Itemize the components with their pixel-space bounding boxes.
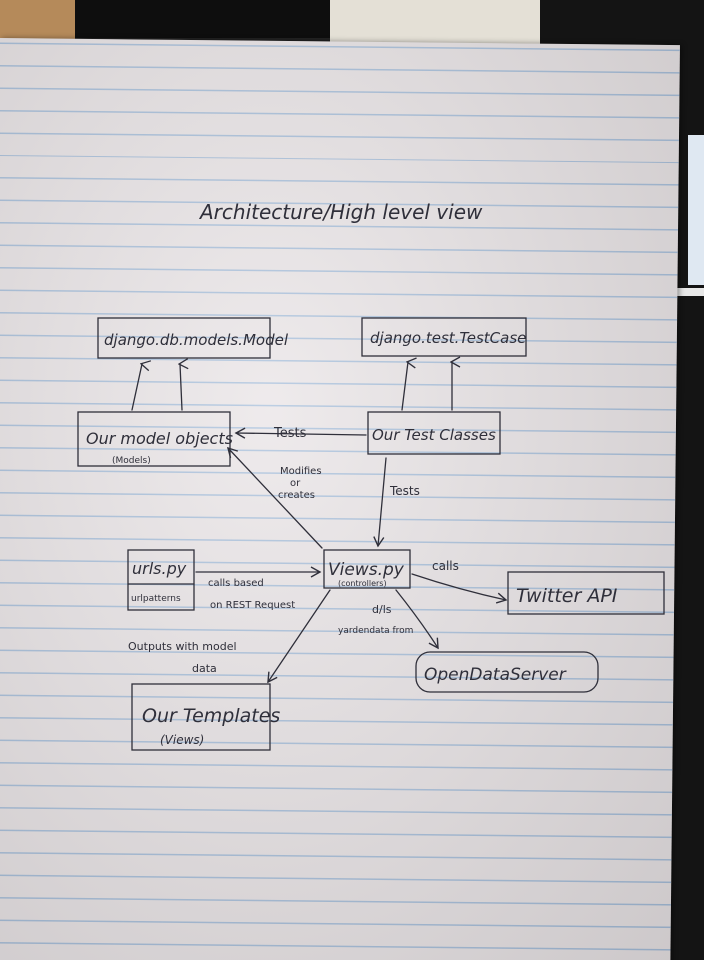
node-django-model <box>97 317 271 359</box>
node-urls <box>127 549 195 611</box>
node-model-objects-label: Our model objects <box>86 429 233 448</box>
desk-background <box>0 0 75 42</box>
edge-inherit-model-2 <box>180 364 182 411</box>
node-urls-sublabel: urlpatterns <box>131 594 181 604</box>
side-screen-edge <box>674 288 704 296</box>
edge-outputs-label-2: data <box>192 662 217 675</box>
edge-inherit-test-1 <box>401 362 408 411</box>
edge-tests-label: Tests <box>273 426 307 441</box>
edge-modifies <box>227 446 323 549</box>
edge-dls-label-1: d/ls <box>372 603 392 616</box>
edge-calls-label: calls <box>432 559 459 573</box>
node-views-sublabel: (controllers) <box>338 579 387 588</box>
edge-inherit-model-1 <box>131 364 142 411</box>
edge-outputs <box>267 589 331 684</box>
node-opendata <box>415 651 599 693</box>
edge-tests-views-label: Tests <box>389 484 420 498</box>
node-twitter-label: Twitter API <box>516 585 618 607</box>
node-django-testcase-label: django.test.TestCase <box>370 329 526 347</box>
edge-calls-based-label-2: on REST Request <box>210 600 295 611</box>
node-test-classes <box>367 411 501 455</box>
edge-modifies-label-1: Modifies <box>280 466 322 477</box>
node-opendata-label: OpenDataServer <box>424 665 567 685</box>
edge-outputs-label-1: Outputs with model <box>128 640 237 653</box>
node-model-objects <box>77 411 231 467</box>
node-django-testcase <box>361 317 527 357</box>
edge-dls <box>395 589 439 650</box>
side-screen <box>688 135 704 285</box>
node-templates-label: Our Templates <box>142 705 280 727</box>
node-django-model-label: django.db.models.Model <box>104 331 289 349</box>
edge-dls-label-2: yardendata from <box>338 626 413 636</box>
node-views <box>323 549 411 589</box>
edge-tests-views <box>373 457 387 548</box>
node-views-label: Views.py <box>328 560 405 580</box>
node-model-objects-sublabel: (Models) <box>112 456 151 466</box>
edge-calls-twitter <box>411 573 508 604</box>
node-twitter <box>507 571 665 615</box>
edge-modifies-label-2: or <box>290 478 301 489</box>
node-test-classes-label: Our Test Classes <box>372 426 496 444</box>
diagram-title: Architecture/High level view <box>198 200 483 224</box>
node-urls-label: urls.py <box>132 559 187 578</box>
node-templates-sublabel: (Views) <box>160 733 204 747</box>
node-templates <box>131 683 271 751</box>
edge-modifies-label-3: creates <box>278 490 315 501</box>
edge-calls-based-label-1: calls based <box>208 578 264 589</box>
edge-tests-models <box>234 427 367 439</box>
